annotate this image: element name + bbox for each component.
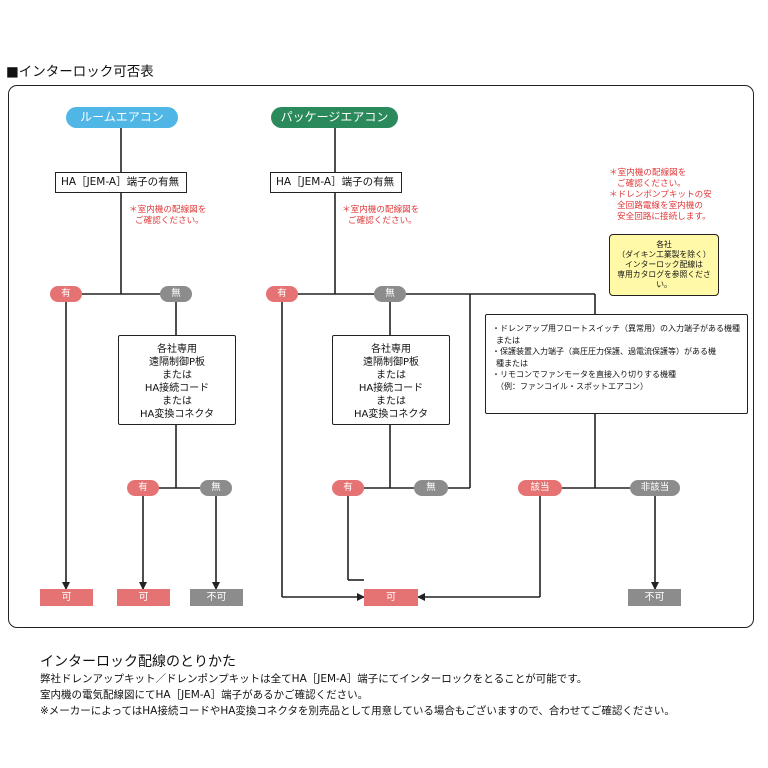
decision-no-room-adapter: 無	[200, 480, 232, 496]
drain-note-line: ＊室内機の配線図を	[609, 168, 687, 178]
yellow-note-line: 各社	[656, 240, 672, 249]
footnote-1: 弊社ドレンアップキット／ドレンポンプキットは全てHA［JEM-A］端子にてインタ…	[40, 673, 588, 685]
drain-note-line: 全回路電線を室内機の	[617, 201, 703, 211]
result-ok-room-adapter: 可	[117, 589, 170, 606]
result-ng-room: 不可	[190, 589, 243, 606]
adapter-line: 遠隔制御P板	[362, 357, 420, 368]
adapter-line: 各社専用	[157, 344, 197, 355]
adapter-line: HA接続コード	[144, 383, 210, 394]
condition-line: 種または	[496, 358, 528, 368]
drain-note-line: 安全回路に接続します。	[617, 212, 711, 222]
section-title: インターロック配線のとりかた	[40, 654, 236, 670]
condition-line: または	[496, 335, 520, 345]
flowchart-frame	[8, 85, 754, 628]
yellow-note-line: インターロック配線は	[625, 260, 703, 269]
adapter-line: または	[376, 396, 406, 407]
decision-no-room: 無	[160, 286, 192, 302]
result-ok-package: 可	[364, 589, 418, 606]
decision-yes-package: 有	[266, 286, 298, 302]
drain-note-line: ご確認ください。	[617, 179, 686, 189]
wiring-note-line: ご確認ください。	[135, 216, 204, 226]
wiring-note-line: ＊室内機の配線図を	[129, 205, 207, 215]
footnote-2: 室内機の電気配線図にてHA［JEM-A］端子があるかご確認ください。	[40, 689, 369, 701]
decision-yes-room: 有	[50, 286, 82, 302]
adapter-line: または	[376, 370, 406, 381]
yellow-note-line: （ダイキン工業製を除く）	[617, 250, 711, 259]
footnote-3: ※メーカーによってはHA接続コードやHA変換コネクタを別売品として用意している場…	[40, 705, 675, 717]
other-makers-note: 各社 （ダイキン工業製を除く） インターロック配線は 専用カタログを参照ください…	[609, 234, 719, 296]
condition-line: （例：ファンコイル・スポットエアコン）	[496, 381, 648, 391]
adapter-line: または	[162, 396, 192, 407]
terminal-question-package: HA［JEM-A］端子の有無	[270, 172, 402, 193]
decision-applicable: 該当	[518, 480, 562, 496]
adapter-line: 遠隔制御P板	[148, 357, 206, 368]
drain-pump-note: ＊室内機の配線図を ご確認ください。 ＊ドレンポンプキットの安 全回路電線を室内…	[609, 168, 712, 223]
adapter-box-package: 各社専用 遠隔制御P板 または HA接続コード または HA変換コネクタ	[332, 335, 450, 425]
result-ng-package: 不可	[628, 589, 681, 606]
adapter-line: HA変換コネクタ	[140, 409, 214, 420]
adapter-line: 各社専用	[371, 344, 411, 355]
category-package-aircon: パッケージエアコン	[271, 107, 398, 128]
category-room-aircon: ルームエアコン	[66, 107, 178, 128]
condition-line: ・ドレンアップ用フロートスイッチ（異常用）の入力端子がある機種	[492, 324, 740, 333]
yellow-note-line: 専用カタログを参照ください。	[617, 270, 711, 289]
decision-yes-room-adapter: 有	[127, 480, 159, 496]
drain-note-line: ＊ドレンポンプキットの安	[609, 190, 712, 200]
wiring-note-package: ＊室内機の配線図を ご確認ください。	[342, 205, 419, 227]
condition-line: ・リモコンでファンモータを直接入り切りする機種	[492, 370, 676, 380]
result-ok-room-direct: 可	[40, 589, 93, 606]
wiring-note-room: ＊室内機の配線図を ご確認ください。	[129, 205, 206, 227]
decision-no-package-adapter: 無	[414, 480, 448, 496]
adapter-box-room: 各社専用 遠隔制御P板 または HA接続コード または HA変換コネクタ	[118, 335, 236, 425]
condition-line: ・保護装置入力端子（高圧圧力保護、過電流保護等）がある機	[492, 347, 716, 357]
decision-not-applicable: 非該当	[630, 480, 680, 496]
terminal-question-room: HA［JEM-A］端子の有無	[55, 172, 187, 193]
adapter-line: HA変換コネクタ	[354, 409, 428, 420]
page-heading: ■インターロック可否表	[6, 64, 154, 80]
drain-condition-box: ・ドレンアップ用フロートスイッチ（異常用）の入力端子がある機種 または ・保護装…	[485, 314, 748, 414]
wiring-note-line: ご確認ください。	[348, 216, 417, 226]
adapter-line: HA接続コード	[358, 383, 424, 394]
wiring-note-line: ＊室内機の配線図を	[342, 205, 420, 215]
decision-yes-package-adapter: 有	[332, 480, 364, 496]
decision-no-package: 無	[374, 286, 406, 302]
adapter-line: または	[162, 370, 192, 381]
